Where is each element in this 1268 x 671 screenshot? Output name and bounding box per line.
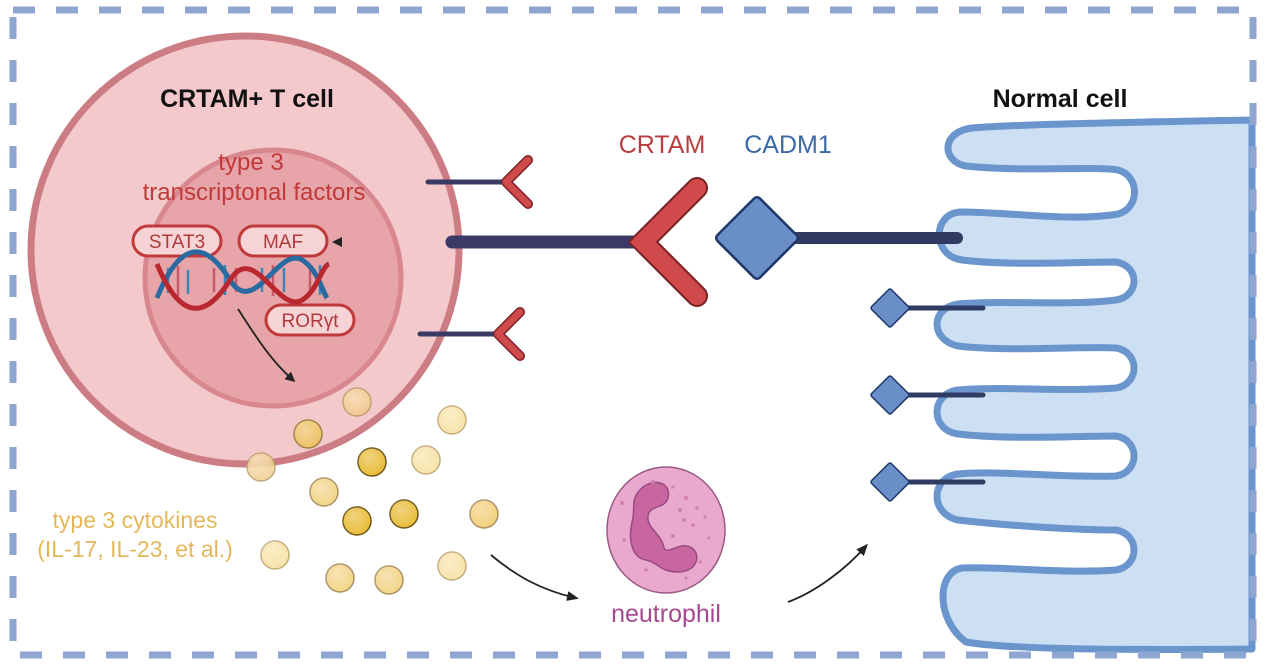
cytokine-particle xyxy=(389,499,419,529)
migration-arrow xyxy=(787,543,868,603)
neutrophil-icon xyxy=(606,466,726,594)
cytokine-particle xyxy=(342,506,372,536)
cytokine-particle xyxy=(246,452,276,482)
t-cell: CRTAM+ T cell type 3 transcriptonal fact… xyxy=(27,32,463,468)
cytokine-particle xyxy=(469,499,499,529)
tf-pill-stat3: STAT3 xyxy=(131,224,223,258)
cytokine-particle xyxy=(260,540,290,570)
tf-pill-maf: MAF xyxy=(237,224,329,258)
cytokine-group xyxy=(246,387,499,595)
normal-cell-title: Normal cell xyxy=(993,85,1128,113)
cytokine-label-line1: type 3 cytokines xyxy=(53,507,218,533)
crtam-label: CRTAM xyxy=(619,131,706,159)
cytokine-particle xyxy=(342,387,372,417)
cytokine-particle xyxy=(325,563,355,593)
tf-pill-roryt: RORγt xyxy=(264,303,356,337)
neutrophil-label: neutrophil xyxy=(611,600,721,628)
dna-helix-icon xyxy=(154,249,331,311)
secretion-arrow xyxy=(237,308,296,382)
cytokine-particle xyxy=(309,477,339,507)
crtam-receptor-small-top xyxy=(425,155,533,209)
cadm1-ligand-small xyxy=(870,375,986,415)
cadm1-label: CADM1 xyxy=(744,131,832,159)
recruitment-arrow xyxy=(490,554,579,601)
t-cell-title: CRTAM+ T cell xyxy=(160,85,334,113)
nucleus-label-line2: transcriptonal factors xyxy=(143,179,366,206)
tf-pill-label: MAF xyxy=(263,232,303,253)
normal-cell-membrane xyxy=(933,116,1256,653)
tf-pill-label: STAT3 xyxy=(149,232,205,253)
normal-cell xyxy=(933,116,1256,653)
crtam-receptor-small-bottom xyxy=(417,307,525,361)
nucleus-label-line1: type 3 xyxy=(218,149,283,176)
cytokine-particle xyxy=(293,419,323,449)
cadm1-ligand-small xyxy=(870,462,986,502)
tf-pill-label: RORγt xyxy=(282,311,340,332)
cytokine-particle xyxy=(437,551,467,581)
cytokine-particle xyxy=(357,447,387,477)
cadm1-ligand-small xyxy=(870,288,986,328)
dashed-border xyxy=(9,6,1257,659)
cadm1-ligand-main xyxy=(714,195,963,281)
cytokine-particle xyxy=(411,445,441,475)
cytokine-label-line2: (IL-17, IL-23, et al.) xyxy=(37,536,233,562)
crtam-receptor-main xyxy=(445,177,708,307)
cytokine-particle xyxy=(437,405,467,435)
cytokine-particle xyxy=(374,565,404,595)
